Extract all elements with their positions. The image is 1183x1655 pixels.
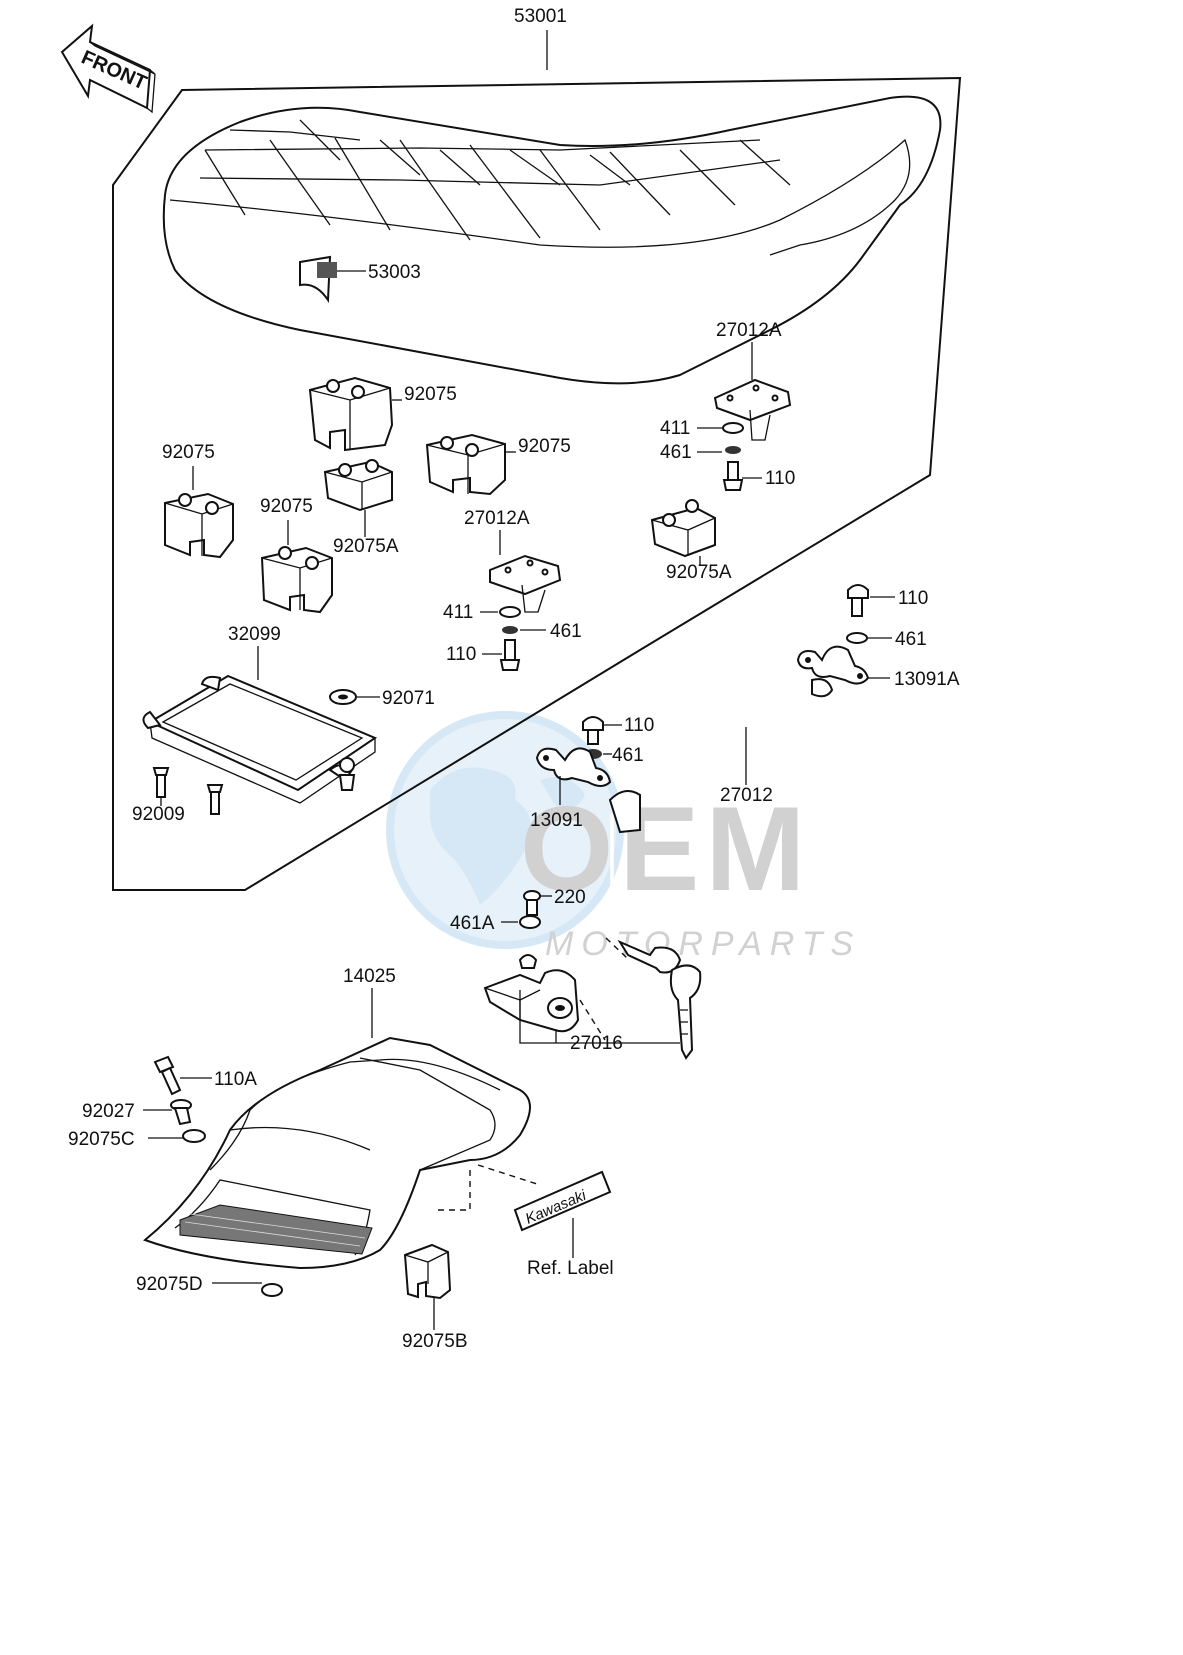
seat-lock-27016 xyxy=(483,954,580,1033)
callout-92075C: 92075C xyxy=(68,1129,135,1150)
callout-13091: 13091 xyxy=(530,810,583,831)
kawasaki-label-plate: Kawasaki xyxy=(513,1170,612,1232)
washer-411-lower xyxy=(499,606,521,618)
clamp-13091A xyxy=(796,645,870,685)
rubber-damper-92075-top xyxy=(308,376,402,452)
collar-92027 xyxy=(170,1099,192,1126)
watermark-brand: OEM xyxy=(520,782,811,916)
damper-92075D xyxy=(261,1283,283,1297)
rubber-damper-92075-lower xyxy=(260,546,333,614)
seat-hook-27012A-lower xyxy=(489,554,562,613)
front-direction-arrow-icon: FRONT xyxy=(60,23,156,114)
callout-13091A: 13091A xyxy=(894,669,960,690)
watermark-tagline: MOTORPARTS xyxy=(545,925,861,963)
callout-ref-label: Ref. Label xyxy=(527,1258,614,1279)
seat-hook-27012A-upper xyxy=(713,378,792,441)
callout-461A: 461A xyxy=(450,913,495,934)
lock-washer-461-lower xyxy=(502,626,518,634)
callout-110-upper: 110 xyxy=(765,468,795,489)
lock-washer-461-right xyxy=(846,632,868,644)
rubber-damper-92075-left xyxy=(164,492,234,559)
callout-92075B: 92075B xyxy=(402,1331,468,1352)
screw-92009-b xyxy=(206,784,224,815)
ignition-keys xyxy=(617,939,702,1060)
bolt-110-upper xyxy=(722,461,744,491)
callout-92075-d: 92075 xyxy=(260,496,313,517)
callout-92075A-left: 92075A xyxy=(333,536,399,557)
bolt-110-right xyxy=(847,584,869,617)
washer-461A xyxy=(519,915,541,929)
callout-92027: 92027 xyxy=(82,1101,135,1122)
callout-14025: 14025 xyxy=(343,966,396,987)
callout-110-mid: 110 xyxy=(624,715,654,736)
callout-92075A-right: 92075A xyxy=(666,562,732,583)
callout-110-right: 110 xyxy=(898,588,928,609)
screw-tray-right xyxy=(338,757,356,791)
grommet-92071 xyxy=(329,689,357,705)
watermark-continents-icon xyxy=(430,767,585,905)
screw-92009-a xyxy=(152,767,170,798)
callout-110-lower: 110 xyxy=(446,644,476,665)
callout-32099: 32099 xyxy=(228,624,281,645)
lock-washer-461-upper xyxy=(725,446,741,454)
callout-92071: 92071 xyxy=(382,688,435,709)
callout-92075-c: 92075 xyxy=(162,442,215,463)
damper-92075B xyxy=(403,1243,452,1300)
callout-461-lower: 461 xyxy=(550,621,582,642)
bolt-110-lower xyxy=(499,639,521,671)
callout-461-right: 461 xyxy=(895,629,927,650)
callout-53003: 53003 xyxy=(368,262,421,283)
washer-411-upper xyxy=(722,422,744,434)
callout-92075D: 92075D xyxy=(136,1274,203,1295)
callout-461-mid: 461 xyxy=(612,745,644,766)
bolt-110-mid xyxy=(582,716,604,745)
rubber-damper-92075A-right xyxy=(650,499,716,565)
clamp-13091 xyxy=(535,747,612,787)
seat-cover-14025 xyxy=(143,1036,531,1270)
callout-27016: 27016 xyxy=(570,1033,623,1054)
callout-92075-a: 92075 xyxy=(404,384,457,405)
seat-lock-rod-27012 xyxy=(608,673,834,940)
callout-53001: 53001 xyxy=(514,6,567,27)
callout-27012: 27012 xyxy=(720,785,773,806)
callout-27012A-lower: 27012A xyxy=(464,508,530,529)
callout-92009: 92009 xyxy=(132,804,185,825)
callout-92075-b: 92075 xyxy=(518,436,571,457)
rubber-damper-92075A-left xyxy=(323,459,393,537)
seat-emblem-53003 xyxy=(299,255,366,304)
seat-assembly-outline xyxy=(112,76,962,891)
callout-110A: 110A xyxy=(214,1069,257,1090)
damper-92075C xyxy=(182,1129,206,1143)
callout-461-upper: 461 xyxy=(660,442,692,463)
bolt-110A xyxy=(153,1055,182,1096)
rubber-damper-92075-mid xyxy=(425,433,516,496)
callout-411-upper: 411 xyxy=(660,418,690,439)
screw-220 xyxy=(523,890,541,916)
callout-411-lower: 411 xyxy=(443,602,473,623)
callout-220: 220 xyxy=(554,887,586,908)
seat xyxy=(162,95,942,385)
callout-27012A-upper: 27012A xyxy=(716,320,782,341)
